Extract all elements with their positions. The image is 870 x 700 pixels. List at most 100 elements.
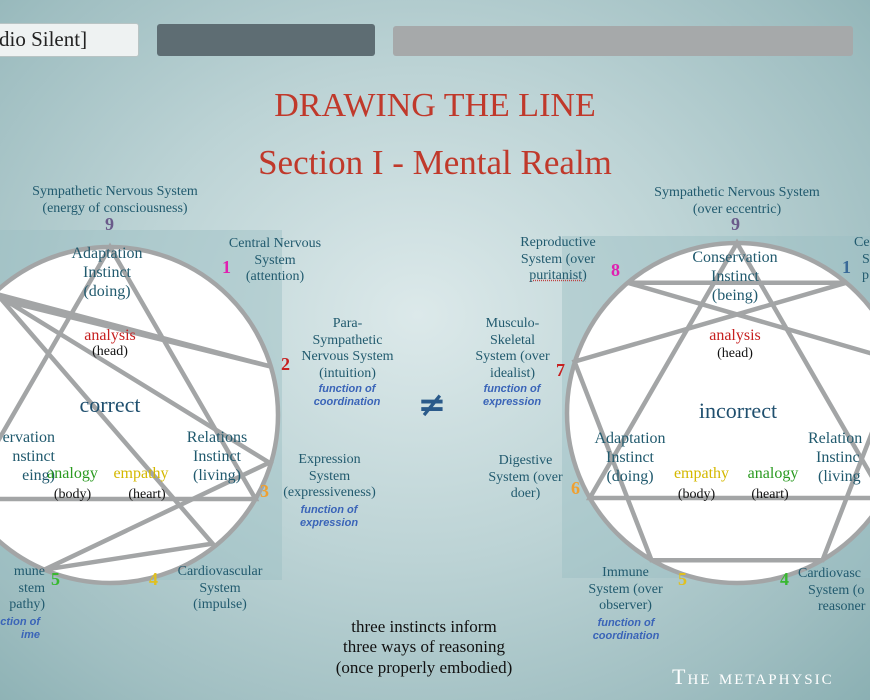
text-line: three instincts inform (351, 617, 497, 636)
text-line: ervation (2, 429, 55, 446)
text-line: (over eccentric) (692, 201, 782, 217)
text-line: System (254, 252, 296, 268)
left-point-9-label: Sympathetic Nervous System (energy of co… (10, 184, 220, 217)
right-analogy: analogy (747, 465, 799, 482)
left-hexad (0, 292, 274, 572)
right-point-5-label: Immune System (over observer) (578, 565, 673, 615)
audio-status-label: dio Silent] (0, 27, 88, 51)
text-line: observer) (599, 598, 652, 614)
right-point-1-number: 1 (842, 257, 851, 277)
right-point-7-function: function of expression (462, 383, 562, 409)
right-point-1-label: Ce S p (854, 235, 870, 285)
text-line: Instinct (83, 263, 131, 281)
right-point-7-label: Musculo- Skeletal System (over idealist) (465, 316, 560, 382)
text-line: Adaptation (71, 245, 143, 262)
right-analysis: analysis (709, 327, 761, 344)
left-enneagram (0, 242, 281, 586)
text-line: System (o (808, 582, 865, 598)
subtitle: Section I - Mental Realm (258, 143, 612, 182)
text-line: Ce (854, 235, 870, 250)
right-head: (head) (717, 346, 753, 361)
left-relations-instinct: Relations Instinct (living) (167, 429, 267, 486)
text-line: function of (483, 383, 541, 395)
text-line: System (199, 580, 241, 596)
text-line: (impulse) (193, 597, 247, 613)
text-line: Instinct (193, 447, 241, 465)
right-point-8-number: 8 (611, 260, 620, 280)
text-line: Cardiovasc (798, 566, 861, 581)
not-equal-symbol: ≠ (417, 385, 447, 425)
text-line: Expression (298, 452, 361, 467)
right-point-4-label: Cardiovasc System (o reasoner (798, 566, 870, 616)
right-enneagram (564, 238, 870, 586)
text-line: Relations (186, 429, 248, 446)
text-line: coordination (313, 396, 381, 409)
text-line: three ways of reasoning (343, 637, 505, 657)
text-line: stem (18, 580, 45, 596)
text-line: doer) (510, 486, 541, 502)
text-line: (living (818, 467, 861, 485)
audio-status-button[interactable]: dio Silent] (0, 23, 139, 57)
text-line: mune (13, 564, 45, 579)
text-line: pathy) (9, 597, 45, 613)
text-line: Relation (808, 430, 863, 447)
right-point-9-label: Sympathetic Nervous System (over eccentr… (632, 185, 842, 218)
right-conservation-instinct: Conservation Instinct (being) (670, 249, 800, 306)
text-line: Instinc (816, 448, 860, 466)
left-point-2-label: Para- Sympathetic Nervous System (intuit… (290, 316, 405, 382)
left-point-4-label: Cardiovascular System (impulse) (167, 564, 273, 614)
text-line: (doing) (606, 467, 654, 485)
right-point-4-number: 4 (780, 569, 789, 589)
text-line: System (over (588, 581, 663, 597)
text-line: (once properly embodied) (335, 657, 513, 677)
text-line: (being) (711, 286, 759, 304)
text-line: Sympathetic Nervous System (32, 184, 198, 199)
right-point-6-number: 6 (571, 478, 580, 498)
right-body: (heart) (751, 487, 789, 502)
text-line: Conservation (692, 249, 778, 266)
text-line: function of (597, 617, 655, 629)
text-line: System (over (475, 349, 550, 365)
right-triangle (585, 238, 870, 501)
text-line: reasoner (818, 599, 866, 615)
text-line: puritanist) (529, 268, 587, 284)
text-line: (expressiveness) (283, 485, 376, 501)
left-point-1-number: 1 (222, 257, 231, 277)
text-line: Digestive (498, 453, 553, 468)
text-line: expression (482, 396, 542, 409)
text-line: (doing) (83, 282, 131, 300)
left-point-5-number: 5 (51, 569, 60, 589)
left-conservation-instinct: ervation nstinct eing) (0, 429, 55, 486)
right-point-9-number: 9 (731, 214, 740, 234)
text-line: Cardiovascular (177, 564, 263, 579)
right-point-8-label: Reproductive System (over puritanist) (508, 235, 608, 285)
right-adaptation-instinct: Adaptation Instinct (doing) (580, 430, 680, 487)
text-line: Instinct (606, 448, 654, 466)
left-analysis: analysis (84, 327, 136, 344)
text-line: (attention) (245, 269, 305, 285)
right-point-5-function: function of coordination (576, 617, 676, 643)
right-empathy: empathy (673, 465, 730, 482)
toolbar-bar-light[interactable] (393, 26, 853, 56)
left-adaptation-instinct: Adaptation Instinct (doing) (52, 245, 162, 302)
toolbar-bar-dark[interactable] (157, 24, 375, 56)
text-line: System (over (488, 469, 563, 485)
left-body: (body) (53, 487, 92, 502)
left-analogy: analogy (47, 465, 98, 482)
left-point-5-label: mune stem pathy) (0, 564, 45, 614)
text-line: function of (318, 383, 376, 395)
right-hexad (571, 280, 870, 563)
text-line: coordination (592, 630, 660, 643)
text-line: Sympathetic Nervous System (654, 185, 820, 200)
right-center-label: incorrect (698, 398, 778, 423)
left-center-label: correct (79, 392, 141, 417)
left-point-5-function: ction of ime (0, 616, 40, 642)
left-head: (head) (92, 344, 128, 359)
left-point-4-number: 4 (149, 569, 158, 589)
text-line: Instinct (711, 267, 759, 285)
text-line: eing) (22, 466, 55, 484)
text-line: Reproductive (520, 235, 596, 250)
left-point-1-label: Central Nervous System (attention) (215, 236, 335, 286)
